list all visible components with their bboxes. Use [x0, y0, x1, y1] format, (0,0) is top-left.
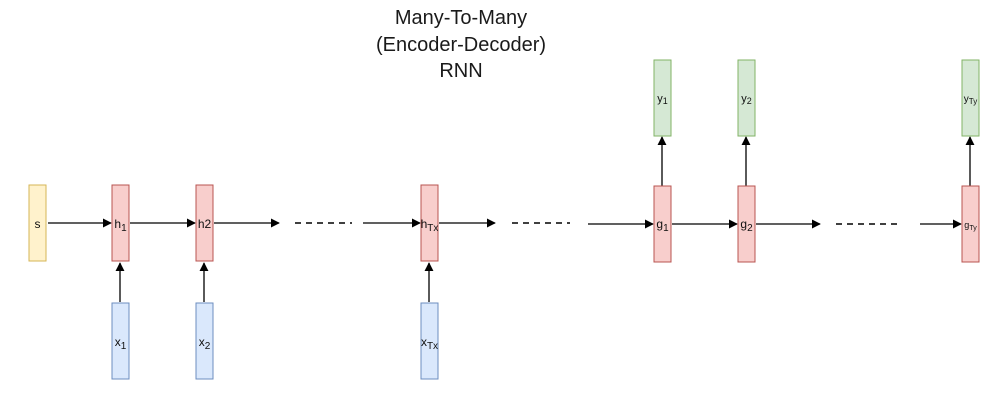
node-g1-base: g — [656, 217, 663, 231]
node-x2-sub: 2 — [205, 341, 211, 352]
node-h2-base: h2 — [198, 217, 212, 231]
node-yTy-base: y — [964, 94, 969, 105]
node-y2-sub: 2 — [747, 96, 752, 106]
svg-text:x2: x2 — [199, 335, 211, 352]
node-g2-base: g — [740, 217, 747, 231]
svg-text:y1: y1 — [657, 93, 668, 106]
node-xTx-base: x — [421, 335, 427, 349]
node-x2-base: x — [199, 335, 205, 349]
node-s-label: s — [35, 217, 41, 231]
node-x1-sub: 1 — [121, 341, 127, 352]
svg-text:h2: h2 — [198, 217, 212, 231]
node-g2-sub: 2 — [747, 223, 753, 234]
node-x1-base: x — [115, 335, 121, 349]
node-y1: y1 — [653, 59, 672, 137]
node-s: s — [28, 184, 47, 262]
node-h1-sub: 1 — [121, 223, 127, 234]
diagram-title-line-3: RNN — [439, 60, 482, 82]
node-g1: g1 — [653, 185, 672, 263]
node-gTy-sub: Ty — [969, 225, 977, 232]
node-gTy: gTy — [961, 185, 980, 263]
svg-text:gTy: gTy — [964, 220, 977, 232]
node-h1: h1 — [111, 184, 130, 262]
node-y1-sub: 1 — [663, 96, 668, 106]
node-y2-base: y — [741, 93, 747, 105]
svg-text:yTy: yTy — [964, 94, 977, 106]
node-gTy-base: g — [964, 220, 969, 230]
svg-text:h1: h1 — [114, 217, 127, 234]
node-hTx: hTx — [420, 184, 439, 262]
svg-text:g1: g1 — [656, 217, 669, 234]
node-g1-sub: 1 — [663, 223, 669, 234]
node-xTx: xTx — [420, 302, 439, 380]
node-y1-base: y — [657, 93, 663, 105]
node-g2: g2 — [737, 185, 756, 263]
node-x1: x1 — [111, 302, 130, 380]
node-x2: x2 — [195, 302, 214, 380]
node-yTy-sub: Ty — [969, 97, 977, 106]
node-h2: h2 — [195, 184, 214, 262]
svg-text:y2: y2 — [741, 93, 752, 106]
node-h1-base: h — [114, 217, 121, 231]
diagram-title-line-1: Many-To-Many — [395, 7, 527, 29]
node-hTx-base: h — [421, 217, 428, 231]
svg-text:hTx: hTx — [421, 217, 439, 234]
svg-text:x1: x1 — [115, 335, 127, 352]
node-xTx-sub: Tx — [427, 341, 438, 352]
node-y2: y2 — [737, 59, 756, 137]
svg-text:g2: g2 — [740, 217, 753, 234]
node-hTx-sub: Tx — [427, 223, 438, 234]
svg-text:xTx: xTx — [421, 335, 438, 352]
diagram-title-line-2: (Encoder-Decoder) — [376, 34, 546, 56]
node-yTy: yTy — [961, 59, 980, 137]
